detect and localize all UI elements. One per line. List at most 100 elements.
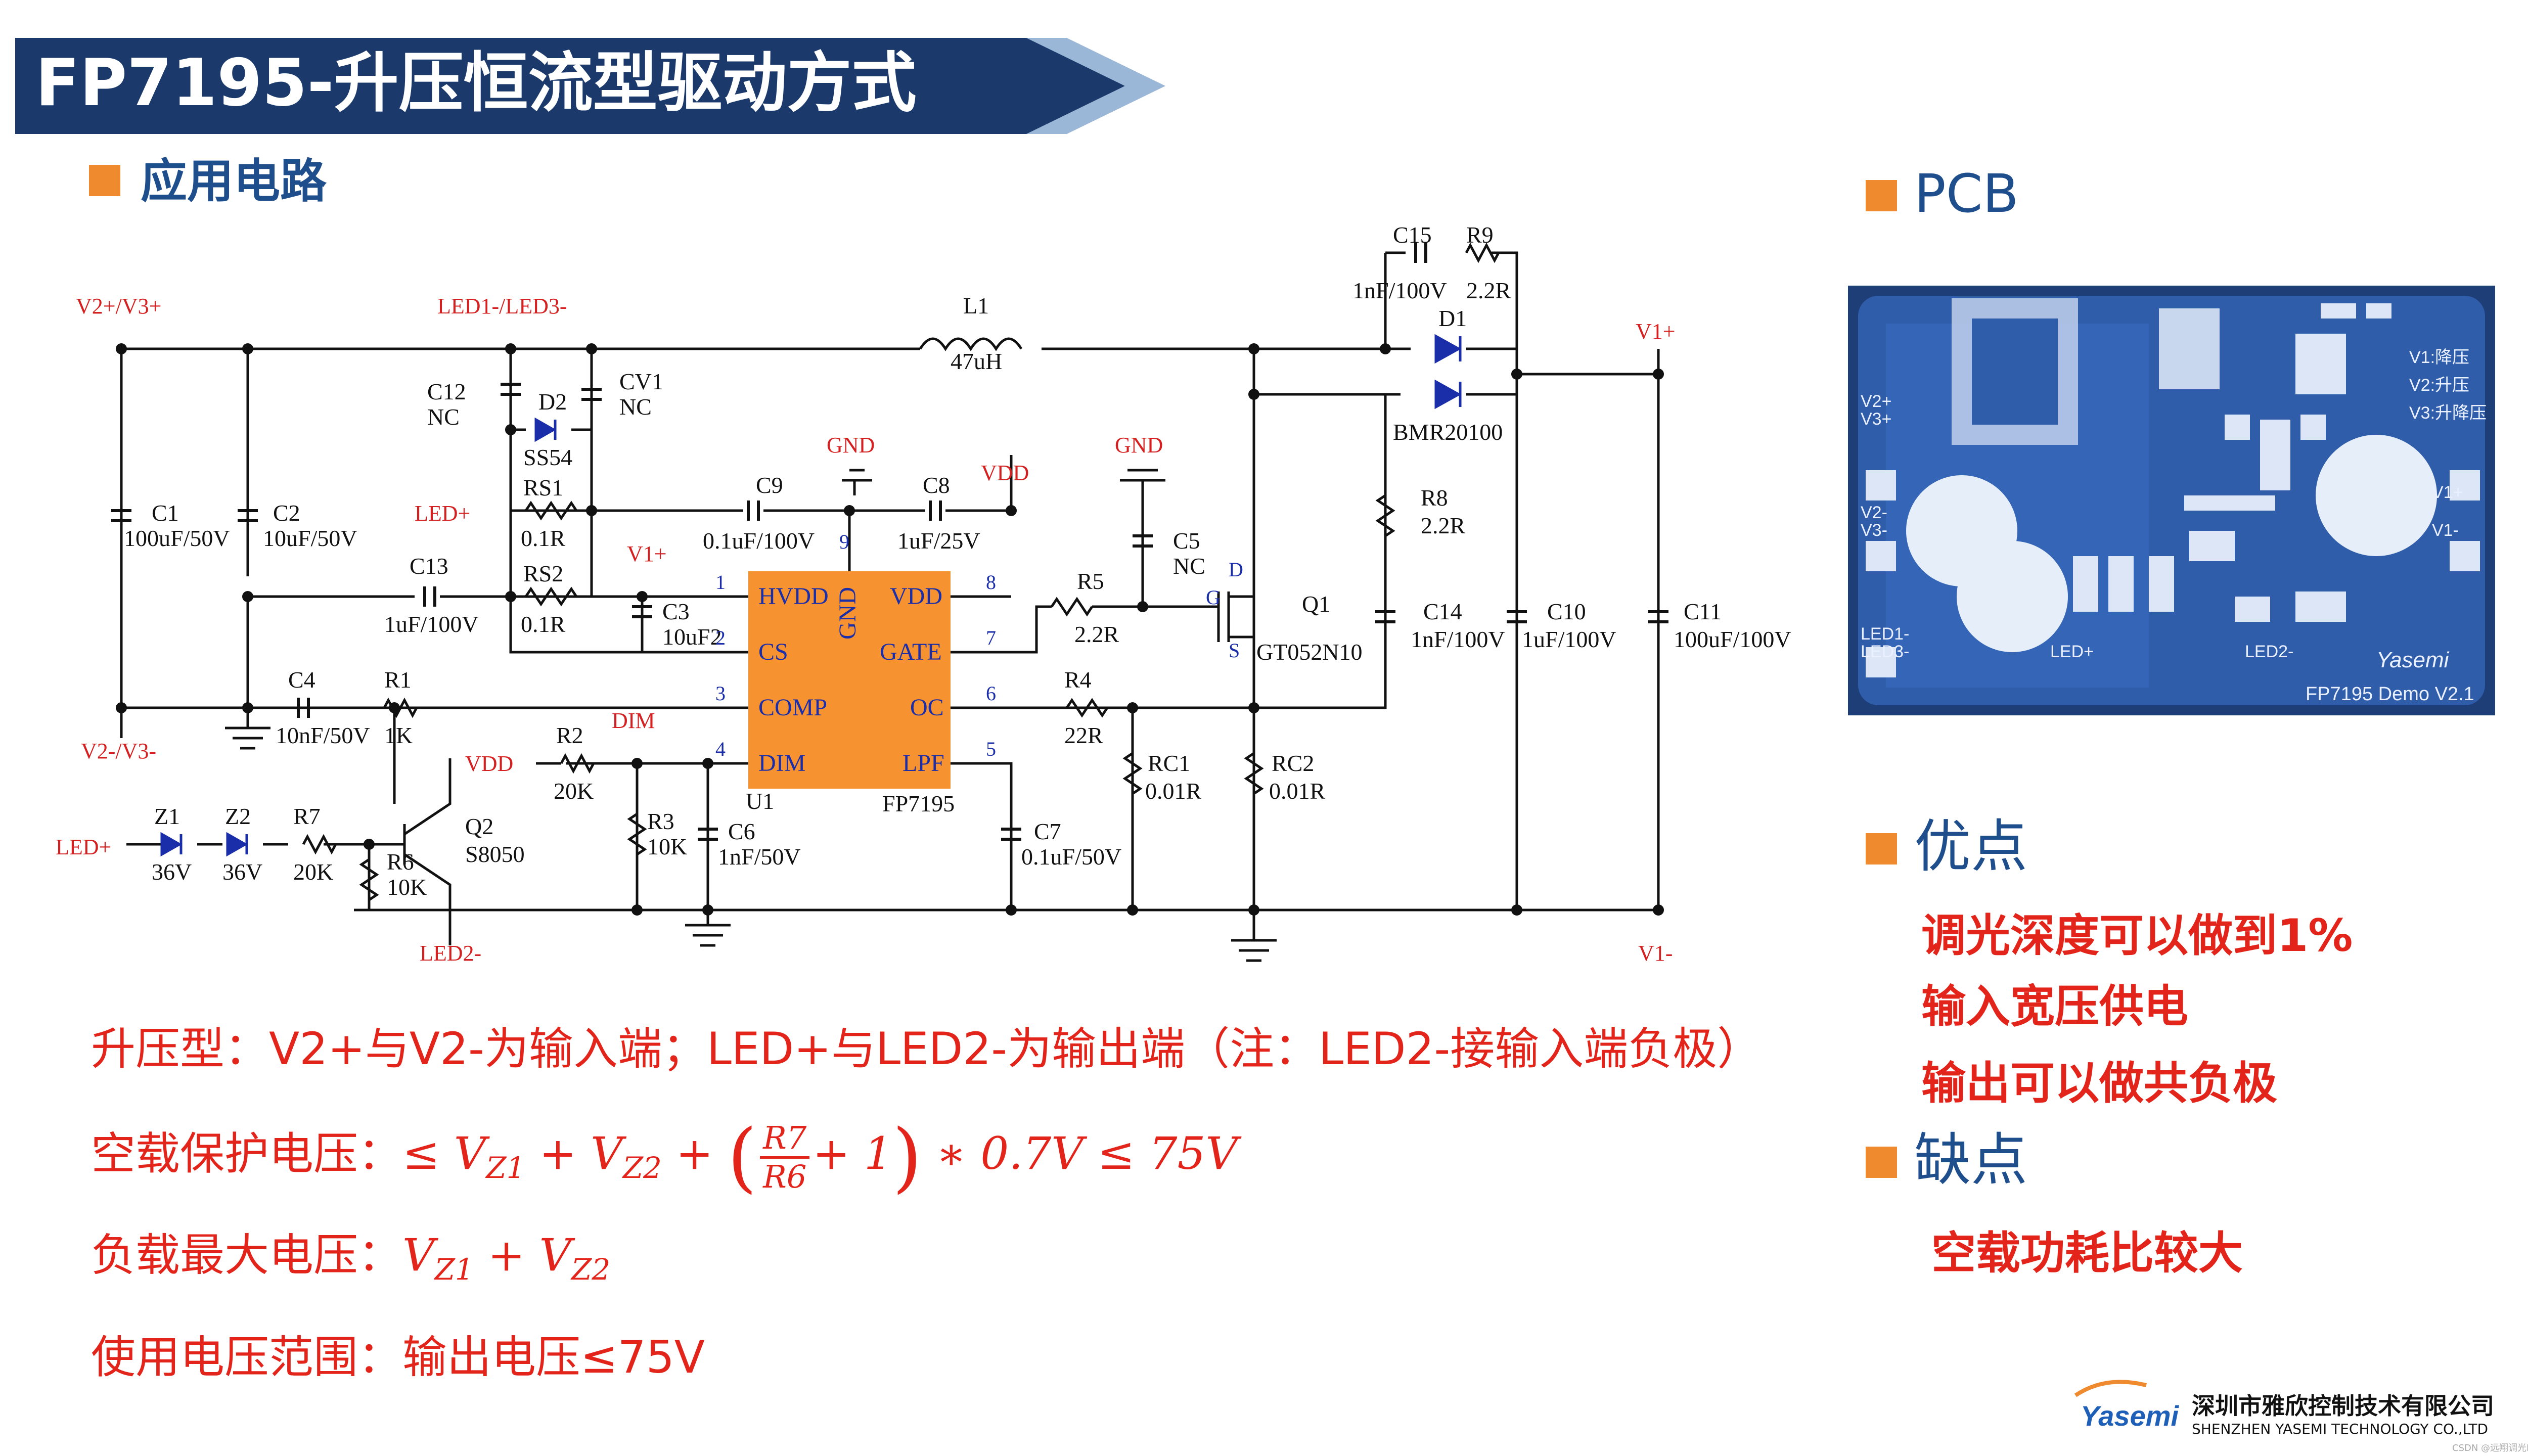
advantage-item: 输入宽压供电 <box>1921 980 2189 1032</box>
label-rs2: RS2 <box>523 561 563 586</box>
vz1-sub: Z1 <box>434 1252 474 1287</box>
net-v1p: V1+ <box>627 541 667 566</box>
value-r7: 20K <box>293 859 333 885</box>
value-c13: 1uF/100V <box>384 611 479 637</box>
noload-label: 空载保护电压： <box>91 1127 403 1180</box>
mosfet-q1 <box>1217 551 1255 672</box>
value-r9: 2.2R <box>1466 278 1511 303</box>
net-labels: V2+/V3+ V2-/V3- LED1-/LED3- LED+ LED+ LE… <box>56 294 1676 966</box>
label-r6: R6 <box>387 849 414 875</box>
chip-labels: HVDD CS COMP DIM VDD GATE OC LPF GND <box>758 583 944 777</box>
header-banner <box>15 38 1165 134</box>
label-cv1: CV1 <box>619 369 663 394</box>
label-c13: C13 <box>410 553 448 579</box>
vz1-sub: Z1 <box>486 1151 525 1186</box>
chip-ref: U1 <box>746 788 774 814</box>
components <box>111 242 1668 962</box>
pin-number-5: 5 <box>986 738 996 760</box>
value-cv1: NC <box>619 394 652 420</box>
net-led2m: LED2- <box>420 941 481 966</box>
value-c15: 1nF/100V <box>1352 278 1447 303</box>
pin-number-2: 2 <box>715 626 726 649</box>
disadvantage-item: 空载功耗比较大 <box>1931 1227 2243 1279</box>
max-load-note: 负载最大电压：VZ1 + VZ2 <box>91 1227 610 1297</box>
value-d1: BMR20100 <box>1393 419 1503 445</box>
advantage-item: 输出可以做共负极 <box>1921 1057 2278 1109</box>
component-labels: C1 100uF/50V C2 10uF/50V C12 NC D2 SS54 … <box>124 222 1791 900</box>
pcb-image: V1:降压 V2:升压 V3:升降压 V2+ V3+ V2- V3- V1+ V… <box>1848 286 2495 715</box>
maxload-formula: VZ1 + VZ2 <box>402 1229 611 1287</box>
pin-number-8: 8 <box>986 571 996 594</box>
pin-gate: GATE <box>880 639 942 665</box>
label-q1: Q1 <box>1302 591 1330 617</box>
pcb-ledp: LED+ <box>2050 642 2094 661</box>
value-rc2: 0.01R <box>1269 778 1326 804</box>
value-c8: 1uF/25V <box>897 528 980 554</box>
label-r8: R8 <box>1421 485 1448 511</box>
pcb-v2m: V2- <box>1861 503 1887 522</box>
value-r6: 10K <box>387 874 427 900</box>
value-c11: 100uF/100V <box>1674 626 1791 652</box>
net-ledp2: LED+ <box>56 835 111 859</box>
label-q2: Q2 <box>465 813 493 839</box>
pin-number-7: 7 <box>986 626 996 649</box>
advantages-heading: 优点 <box>1914 814 2027 880</box>
label-c9: C9 <box>756 472 783 498</box>
label-c6: C6 <box>728 818 755 844</box>
value-c2: 10uF/50V <box>263 525 357 551</box>
label-l1: L1 <box>963 293 989 318</box>
label-c7: C7 <box>1034 818 1061 844</box>
value-z2: 36V <box>222 859 262 885</box>
pcb-v3p: V3+ <box>1861 410 1891 429</box>
pin-number-1: 1 <box>715 571 726 594</box>
value-c7: 0.1uF/50V <box>1021 844 1121 870</box>
label-c5: C5 <box>1173 528 1200 554</box>
label-c1: C1 <box>152 500 179 526</box>
pin-oc: OC <box>910 694 944 721</box>
chip-name-labels: U1 FP7195 <box>746 788 955 816</box>
q1-pin-g: G <box>1206 586 1221 609</box>
value-c4: 10nF/50V <box>276 722 370 748</box>
pcb-bullet <box>1866 180 1897 211</box>
pin-numbers: 1 2 3 4 5 6 7 8 9 D G S <box>715 530 1243 760</box>
label-rc1: RC1 <box>1148 750 1190 776</box>
value-r3: 10K <box>647 834 687 859</box>
voltage-range-note: 使用电压范围：输出电压≤75V <box>91 1331 705 1383</box>
pin-cs: CS <box>758 639 788 665</box>
label-z2: Z2 <box>225 803 251 829</box>
disadvantages-heading: 缺点 <box>1914 1127 2027 1193</box>
pcb-mode1: V1:降压 <box>2409 348 2469 367</box>
q1-pin-s: S <box>1229 639 1240 662</box>
pin-hvdd: HVDD <box>758 583 829 610</box>
value-rs1: 0.1R <box>521 525 566 551</box>
value-c14: 1nF/100V <box>1411 626 1505 652</box>
label-z1: Z1 <box>154 803 180 829</box>
net-v1m: V1- <box>1638 941 1673 966</box>
value-d2: SS54 <box>523 444 572 470</box>
circuit-bullet <box>89 165 120 196</box>
label-c2: C2 <box>273 500 300 526</box>
circuit-heading: 应用电路 <box>141 154 327 208</box>
label-rc2: RC2 <box>1272 750 1314 776</box>
logo-text: Yasemi <box>2081 1400 2180 1432</box>
pcb-mode3: V3:升降压 <box>2409 403 2487 423</box>
vz2-sub: Z2 <box>622 1151 662 1186</box>
label-c14: C14 <box>1423 599 1462 624</box>
ground-symbols <box>225 469 1277 962</box>
value-c6: 1nF/50V <box>718 844 801 870</box>
value-rc1: 0.01R <box>1145 778 1202 804</box>
diode-symbols <box>160 334 1462 857</box>
vz2-sub: Z2 <box>571 1252 611 1287</box>
pin-gnd: GND <box>834 587 861 640</box>
pin-number-9: 9 <box>839 530 849 553</box>
disadvantages-bullet <box>1866 1147 1897 1178</box>
value-z1: 36V <box>152 859 192 885</box>
pcb-demo: FP7195 Demo V2.1 <box>2306 684 2474 705</box>
company-name-cn: 深圳市雅欣控制技术有限公司 <box>2192 1392 2494 1420</box>
transistor-q2 <box>403 758 452 910</box>
